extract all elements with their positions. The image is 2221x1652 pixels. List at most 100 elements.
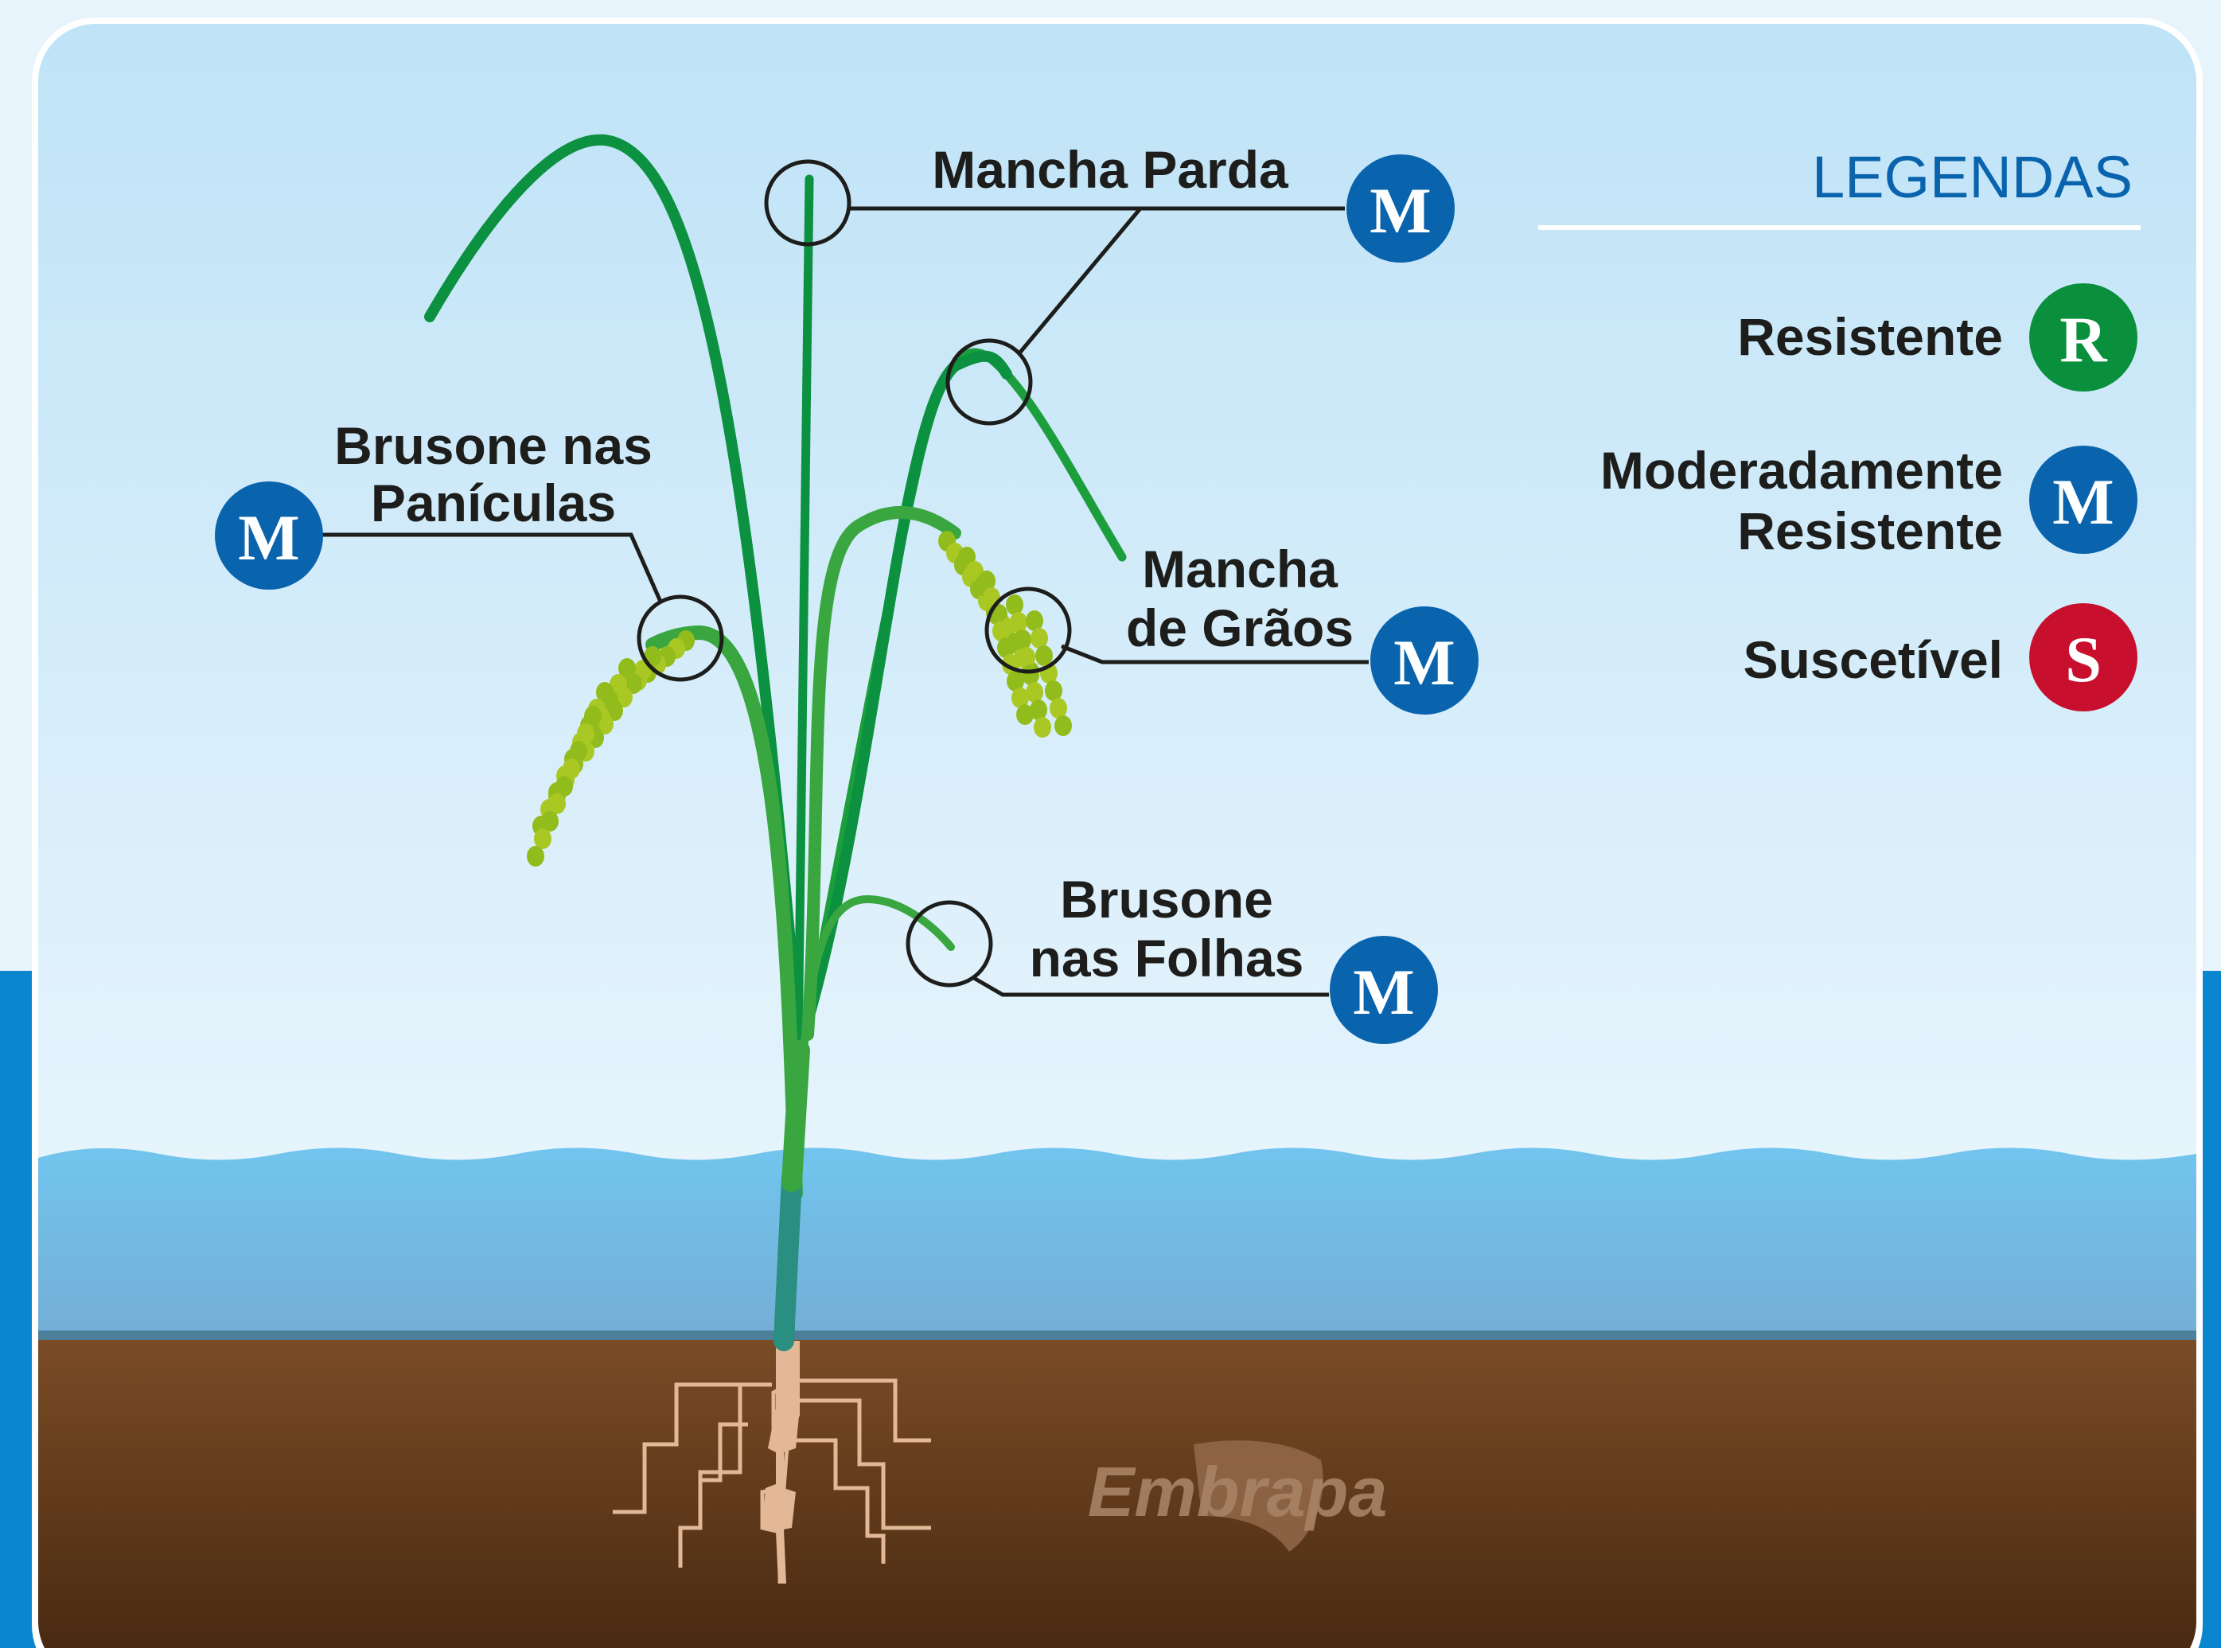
- rice-grain: [577, 723, 594, 744]
- legend-item-resistant: Resistente R: [1737, 283, 2137, 392]
- leader-mancha-graos: [1061, 644, 1369, 664]
- rice-grain: [570, 741, 587, 762]
- rice-grain: [1034, 717, 1051, 738]
- disease-text-brusone-folhas-2: nas Folhas: [1030, 929, 1304, 988]
- callout-circle-mancha-graos: [984, 586, 1072, 674]
- badge-circle: [1370, 606, 1479, 715]
- callout-circle-mancha-parda-2: [945, 338, 1033, 426]
- badge-letter: M: [1370, 174, 1431, 247]
- rice-grain: [1045, 680, 1062, 701]
- legend-badge-resistant: [2029, 283, 2137, 392]
- rice-grain: [1030, 699, 1047, 720]
- leaf-tall-left: [424, 134, 805, 1056]
- badge-brusone-paniculas: M: [215, 481, 323, 590]
- disease-label-brusone-folhas: Brusone nas Folhas: [1030, 870, 1304, 988]
- embrapa-logo-text: Embrapa: [1088, 1452, 1388, 1531]
- disease-text-mancha-parda: Mancha Parda: [932, 140, 1289, 199]
- disease-text-mancha-graos-2: de Grãos: [1126, 598, 1354, 657]
- rice-grain: [555, 776, 573, 797]
- badge-letter: M: [238, 501, 299, 574]
- rice-grain: [1014, 629, 1031, 650]
- leader-brusone-folhas: [971, 975, 1329, 997]
- legend-divider: [1538, 225, 2141, 230]
- main-stem-upper: [781, 1040, 810, 1192]
- rice-grain: [1011, 688, 1029, 708]
- rice-grain: [1022, 664, 1039, 685]
- rice-grain: [563, 758, 580, 779]
- sky: [38, 24, 2196, 1162]
- disease-text-brusone-paniculas-2: Panículas: [371, 473, 616, 532]
- rice-plant: [424, 134, 1127, 1351]
- rice-grain: [596, 682, 614, 703]
- rice-grain: [548, 793, 566, 814]
- leaf-center-spike: [793, 174, 814, 1055]
- legend-badge-moderate: [2029, 446, 2137, 554]
- disease-label-mancha-parda: Mancha Parda: [932, 140, 1289, 199]
- rice-grain: [610, 674, 627, 695]
- main-stem: [773, 1167, 802, 1351]
- panel: [38, 24, 2196, 1652]
- rice-grain: [978, 571, 996, 591]
- badge-circle: [1330, 936, 1438, 1044]
- legend-label-resistant: Resistente: [1737, 307, 2003, 366]
- root-main: [762, 1408, 800, 1584]
- legend-label-moderate-2: Resistente: [1737, 501, 2003, 560]
- rice-grain: [1010, 612, 1027, 633]
- water: [38, 1147, 2196, 1337]
- rice-grain: [1026, 682, 1043, 703]
- legend: LEGENDAS Resistente R Moderadamente Resi…: [1538, 144, 2141, 711]
- legend-title: LEGENDAS: [1812, 144, 2133, 210]
- leader-mancha-parda: [849, 206, 1345, 356]
- disease-label-mancha-graos: Mancha de Grãos: [1126, 540, 1354, 657]
- legend-label-susceptible: Suscetível: [1743, 630, 2003, 689]
- disease-text-brusone-folhas-1: Brusone: [1060, 870, 1273, 929]
- legend-label-moderate-1: Moderadamente: [1600, 441, 2003, 500]
- rice-grain: [1035, 645, 1053, 666]
- rice-grain: [992, 621, 1010, 641]
- grains-right: [938, 531, 1072, 738]
- rice-grain: [1026, 610, 1043, 631]
- rice-grain: [1007, 671, 1024, 692]
- callout-circle-mancha-parda: [764, 159, 851, 247]
- rice-grain: [1050, 698, 1067, 719]
- legend-item-moderate: Moderadamente Resistente M: [1600, 441, 2137, 560]
- rice-grain: [618, 658, 636, 679]
- disease-text-brusone-paniculas-1: Brusone nas: [334, 416, 653, 475]
- leaf-lower-right: [800, 894, 955, 1054]
- rice-grain: [527, 846, 544, 867]
- legend-badge-letter-susceptible: S: [2065, 623, 2102, 695]
- leaf-right-long: [798, 350, 1012, 1040]
- embrapa-logo-swoosh: [1194, 1440, 1323, 1552]
- panicle-stem-right: [801, 506, 961, 1041]
- legend-badge-letter-moderate: M: [2052, 466, 2114, 538]
- rice-grain: [584, 706, 602, 727]
- legend-badge-susceptible: [2029, 603, 2137, 711]
- badge-circle: [215, 481, 323, 590]
- badge-mancha-parda: M: [1346, 154, 1455, 263]
- callout-circle-brusone-paniculas: [637, 594, 724, 682]
- water-soil-line: [38, 1331, 2196, 1340]
- badge-circle: [1346, 154, 1455, 263]
- embrapa-logo: Embrapa: [1088, 1440, 1388, 1552]
- badge-mancha-graos: M: [1370, 606, 1479, 715]
- callouts: [318, 159, 1369, 997]
- rice-grain: [1054, 715, 1072, 736]
- rice-grain: [1018, 647, 1035, 668]
- legend-item-susceptible: Suscetível S: [1743, 603, 2137, 711]
- stem-base: [776, 1341, 800, 1416]
- soil: [38, 1340, 2196, 1652]
- rice-grain: [1031, 628, 1048, 649]
- disease-label-brusone-paniculas: Brusone nas Panículas: [334, 416, 653, 532]
- badge-letter: M: [1393, 626, 1455, 699]
- badge-brusone-folhas: M: [1330, 936, 1438, 1044]
- leader-brusone-paniculas: [318, 532, 663, 603]
- legend-badge-letter-resistant: R: [2059, 303, 2107, 376]
- badge-letter: M: [1353, 956, 1414, 1028]
- rice-grain: [541, 811, 559, 832]
- rice-grain: [997, 637, 1015, 658]
- disease-text-mancha-graos-1: Mancha: [1142, 540, 1338, 598]
- rice-grain: [1016, 704, 1034, 725]
- callout-circle-brusone-folhas: [906, 900, 993, 988]
